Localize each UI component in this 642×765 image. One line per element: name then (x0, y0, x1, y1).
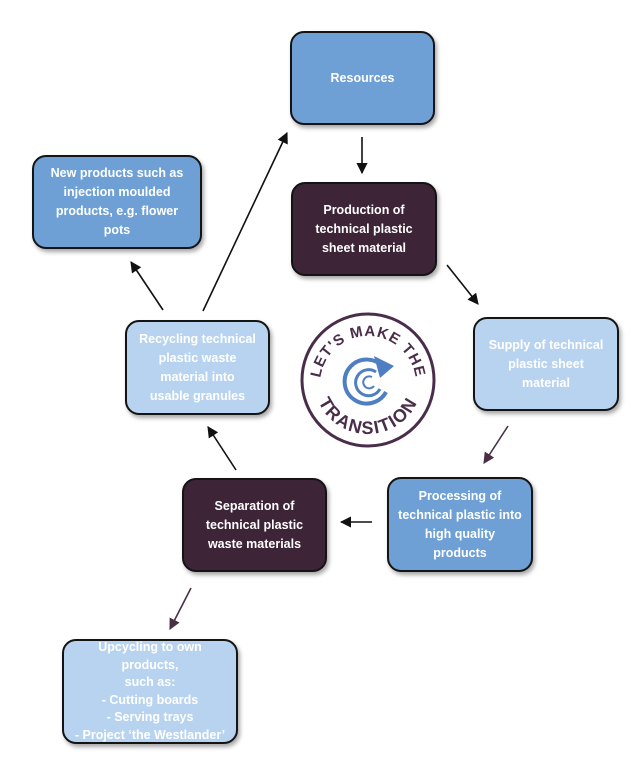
node-production-line: technical plastic (315, 221, 413, 236)
node-processing-line: technical plastic into (398, 507, 522, 522)
node-processing: Processing of technical plastic into hig… (387, 477, 533, 572)
node-new-products-line: products, e.g. flower pots (55, 204, 179, 237)
node-processing-line: high quality products (424, 526, 496, 560)
node-supply: Supply of technical plastic sheet materi… (473, 317, 619, 411)
node-upcycling: Upcycling to own products, such as: - Cu… (62, 639, 238, 744)
node-production-line: Production of (323, 202, 405, 217)
node-production: Production of technical plastic sheet ma… (291, 182, 437, 276)
node-processing-line: Processing of (418, 488, 502, 503)
node-recycling: Recycling technical plastic waste materi… (125, 320, 270, 415)
node-new-products: New products such as injection moulded p… (32, 155, 202, 249)
node-recycling-line: usable granules (149, 388, 246, 403)
node-separation-line: Separation of (214, 498, 295, 513)
node-resources-label: Resources (330, 70, 395, 85)
node-upcycling-line: - Cutting boards (101, 692, 199, 707)
logo-cycle-arrow-icon (342, 356, 394, 406)
node-recycling-line: material into (160, 369, 235, 384)
arrow-recycling-to-new-products (130, 261, 164, 311)
node-supply-line: plastic sheet (508, 356, 584, 371)
transition-logo: LET'S MAKE THE TRANSITION (300, 312, 436, 448)
node-recycling-line: plastic waste (158, 350, 237, 365)
logo-ring (300, 312, 436, 448)
arrow-separation-to-recycling (207, 426, 237, 471)
node-recycling-line: Recycling technical (139, 331, 256, 346)
node-new-products-line: injection moulded (63, 185, 171, 199)
node-upcycling-line: Upcycling to own products, (98, 640, 202, 672)
node-production-line: sheet material (321, 240, 407, 255)
node-supply-line: material (522, 375, 570, 390)
node-resources: Resources (290, 31, 435, 125)
node-supply-line: Supply of technical (488, 337, 604, 352)
node-new-products-line: New products such as (50, 166, 184, 180)
arrow-separation-to-upcycling (169, 587, 192, 630)
arrow-supply-to-processing (483, 425, 509, 464)
node-separation-line: waste materials (207, 536, 302, 551)
node-separation: Separation of technical plastic waste ma… (182, 478, 327, 572)
arrow-production-to-supply (446, 264, 479, 305)
node-upcycling-line: - Project ‘the Westlander’ (74, 727, 226, 742)
arrow-recycling-to-resources (202, 131, 288, 312)
node-upcycling-line: - Serving trays (106, 710, 194, 724)
node-upcycling-line: such as: (124, 675, 176, 689)
node-separation-line: technical plastic (205, 517, 304, 532)
